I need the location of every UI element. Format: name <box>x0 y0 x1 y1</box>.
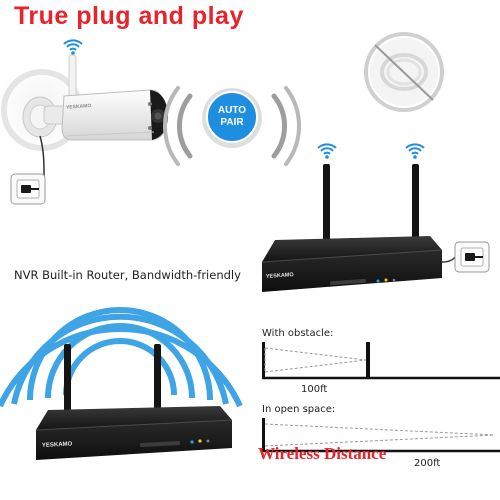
obstacle-distance: 100ft <box>301 384 328 395</box>
obstacle-label: With obstacle: <box>262 328 334 339</box>
camera-cable <box>39 135 45 178</box>
open-space-distance: 200ft <box>414 458 441 469</box>
wireless-distance-title: Wireless Distance <box>258 444 387 463</box>
nvr-logo-top: YESKAMO <box>266 272 295 280</box>
nvr-logo-bottom: YESKAMO <box>42 441 73 449</box>
camera-wifi-icon <box>63 39 83 55</box>
auto-pair-badge <box>206 91 258 143</box>
nvr-recorder-top <box>261 236 443 292</box>
open-space-label: In open space: <box>262 404 336 415</box>
open-space-diagram <box>262 418 500 453</box>
camera-power-icon <box>10 173 46 205</box>
cable-coil-icon <box>364 32 444 112</box>
page-title: True plug and play <box>14 2 244 30</box>
nvr-wifi-icon-right <box>405 143 425 159</box>
nvr-antenna-left <box>323 164 330 246</box>
auto-pair-label: AUTO PAIR <box>208 105 256 129</box>
auto-pair-line2: PAIR <box>220 117 244 128</box>
router-note: NVR Built-in Router, Bandwidth-friendly <box>14 268 241 282</box>
nvr-cable <box>441 255 457 263</box>
obstacle-diagram <box>262 342 500 380</box>
pairing-waves <box>163 86 301 166</box>
nvr-antenna-right <box>412 164 419 246</box>
nvr-recorder-bottom <box>35 406 233 460</box>
coverage-waves <box>0 307 243 408</box>
nvr-wifi-icon-left <box>317 143 337 159</box>
nvr-power-icon <box>454 241 490 273</box>
bullet-camera <box>61 89 168 141</box>
nvr-antenna-right-lower <box>154 344 161 414</box>
nvr-antenna-left-lower <box>64 344 71 414</box>
auto-pair-line1: AUTO <box>217 105 247 116</box>
camera-antenna <box>68 54 77 102</box>
